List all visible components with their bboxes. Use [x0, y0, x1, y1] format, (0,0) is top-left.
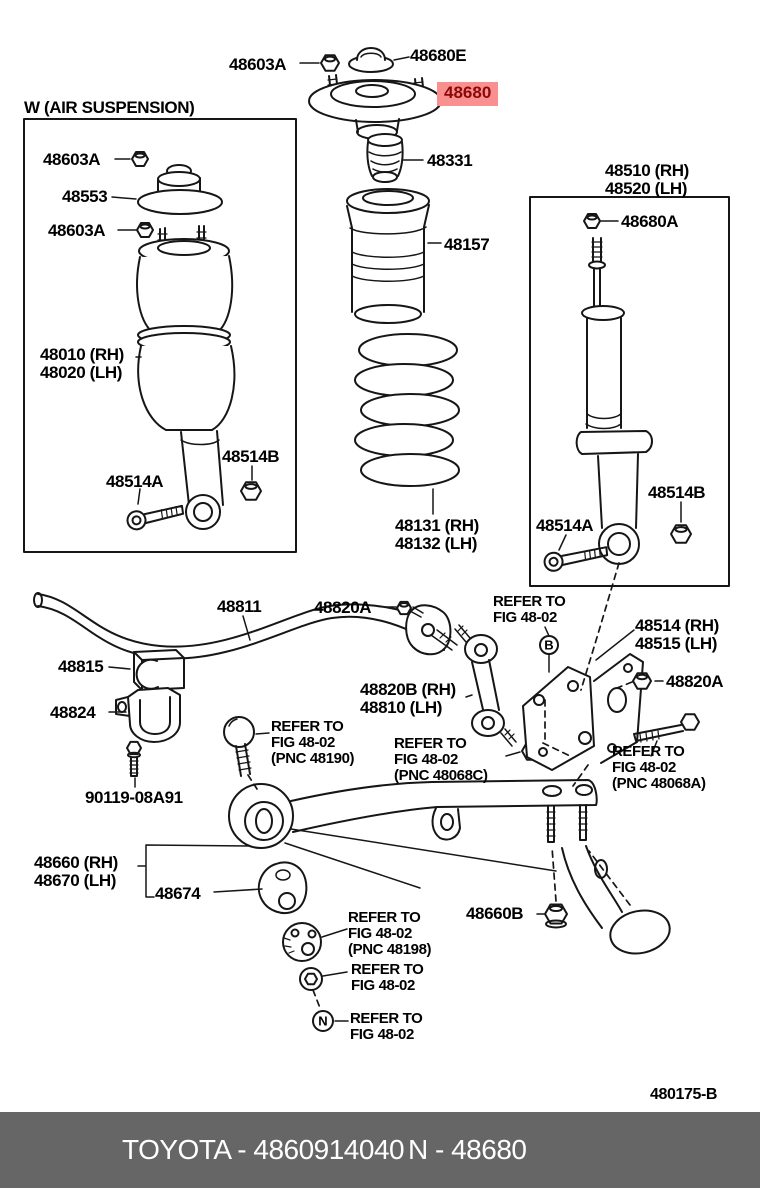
bracket-48514-drawing [522, 653, 644, 771]
nut-48603a-top-drawing [320, 54, 340, 72]
callout-48010-48020: 48010 (RH) 48020 (LH) [40, 345, 124, 382]
callout-48514b-right: 48514B [648, 483, 706, 502]
callout-refer-48190: REFER TO FIG 48-02 (PNC 48190) [271, 718, 355, 767]
callout-48820a-right: 48820A [666, 672, 724, 691]
box-label-air-suspension: W (AIR SUSPENSION) [24, 98, 195, 117]
circled-b-symbol: B [539, 635, 559, 655]
nut-48603a-box1-drawing [131, 151, 149, 167]
circled-bolt-symbol [299, 967, 323, 991]
callout-48660-48670: 48660 (RH) 48670 (LH) [34, 853, 118, 890]
dust-cover-48157-drawing [346, 188, 430, 324]
nut-48603a-box2-drawing [136, 222, 154, 238]
shock-48510-drawing [575, 237, 653, 565]
bolt-48068a-drawing [633, 713, 700, 743]
callout-48553: 48553 [62, 187, 108, 206]
nut-48660b-drawing [544, 903, 568, 929]
washer-48198-drawing [282, 922, 322, 962]
cap-48680e-drawing [348, 47, 394, 73]
support-48680-drawing [308, 74, 442, 140]
stopper-48331-drawing [366, 133, 404, 183]
nut-48820a-right-drawing [632, 672, 652, 690]
callout-48820a-left: 48820A [314, 598, 372, 617]
bolt-48820a-left-drawing [396, 600, 424, 618]
callout-48680-highlight[interactable]: 48680 [437, 82, 499, 106]
callout-refer-48068a: REFER TO FIG 48-02 (PNC 48068A) [612, 743, 706, 792]
callout-48660b: 48660B [466, 904, 524, 923]
callout-48514-48515: 48514 (RH) 48515 (LH) [635, 616, 719, 653]
suspension-diagram-art: B [23, 47, 730, 1032]
callout-refer-48068c: REFER TO FIG 48-02 (PNC 48068C) [394, 735, 488, 784]
callout-48811: 48811 [217, 597, 262, 616]
bracket-48824-drawing [115, 687, 181, 743]
callout-48514a-left: 48514A [106, 472, 164, 491]
leader-lines [108, 56, 682, 1022]
footer-bar: TOYOTA - 4860914040 N - 48680 [0, 1112, 760, 1188]
svg-text:N: N [318, 1014, 327, 1029]
callout-refer-n: REFER TO FIG 48-02 [350, 1010, 423, 1043]
callout-48514a-right: 48514A [536, 516, 594, 535]
callout-48824: 48824 [50, 703, 96, 722]
callout-48820b-48810: 48820B (RH) 48810 (LH) [360, 680, 456, 717]
knuckle-drawing [561, 845, 671, 955]
link-48820b-drawing [454, 624, 517, 747]
nut-48514b-right-drawing [670, 524, 692, 544]
callout-48331: 48331 [427, 151, 473, 170]
callout-refer-camber: REFER TO FIG 48-02 [351, 961, 424, 994]
ball-joint-48190-drawing [223, 716, 255, 777]
air-spring-48010-drawing [136, 225, 236, 530]
control-arm-48660-drawing [228, 779, 598, 889]
coil-spring-48131-drawing [354, 333, 460, 487]
bushing-48815-drawing [133, 649, 185, 691]
footer-ref-number: N - 48680 [408, 1134, 527, 1165]
stabilizer-bar-48811-drawing [33, 592, 458, 660]
shock-absorber-box [529, 196, 730, 587]
air-suspension-box [23, 118, 297, 553]
callout-48603a-box1: 48603A [43, 150, 101, 169]
callout-48603a-top: 48603A [229, 55, 287, 74]
callout-refer-b: REFER TO FIG 48-02 [493, 593, 566, 626]
callout-48815: 48815 [58, 657, 104, 676]
bolt-48514a-right-drawing [543, 546, 609, 572]
nut-48514b-left-drawing [240, 481, 262, 501]
callout-90119-08a91: 90119-08A91 [85, 788, 183, 807]
figure-code: 480175-B [650, 1086, 718, 1103]
callout-48131-48132: 48131 (RH) 48132 (LH) [395, 516, 479, 553]
circled-n-symbol: N [312, 1010, 334, 1032]
bolt-90119-drawing [126, 740, 142, 777]
dashed-reference-lines [247, 562, 633, 1009]
callout-48157: 48157 [444, 235, 490, 254]
bolt-48514a-left-drawing [126, 504, 185, 531]
callout-48680a: 48680A [621, 212, 679, 231]
footer-part-number: TOYOTA - 4860914040 [122, 1134, 405, 1165]
callout-48510-48520: 48510 (RH) 48520 (LH) [605, 161, 689, 198]
svg-text:B: B [544, 638, 553, 653]
callout-48674: 48674 [155, 884, 201, 903]
bushing-48674-drawing [257, 861, 308, 914]
callout-48680e: 48680E [410, 46, 467, 65]
callout-refer-48198: REFER TO FIG 48-02 (PNC 48198) [348, 909, 432, 958]
support-48553-drawing [137, 164, 223, 215]
callout-48603a-box2: 48603A [48, 221, 106, 240]
nut-48680a-drawing [583, 213, 601, 229]
callout-48514b-left: 48514B [222, 447, 280, 466]
